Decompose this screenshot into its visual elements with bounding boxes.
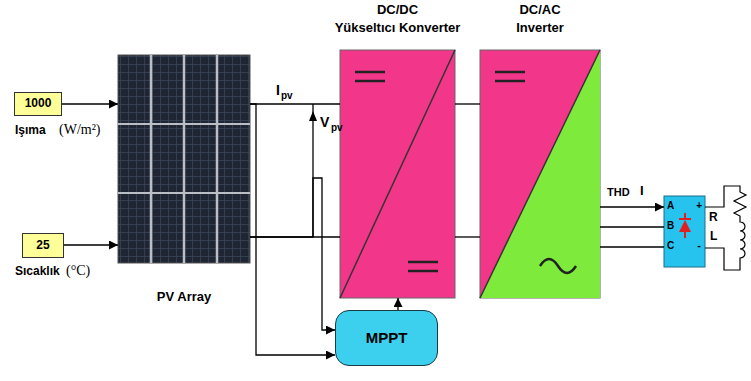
pin-name: A xyxy=(667,200,674,212)
rl-load-symbol xyxy=(705,186,746,270)
mppt-box: MPPT xyxy=(335,310,438,366)
wire-connector xyxy=(250,178,335,330)
rectifier-block: ABC + - xyxy=(664,196,705,267)
component-name: L xyxy=(710,230,717,244)
signal-name: THD xyxy=(607,186,630,199)
inverter-symbol xyxy=(480,50,600,298)
input-label: Işıma xyxy=(15,124,46,138)
pin-name: + xyxy=(696,200,702,212)
wire-connector xyxy=(250,103,340,104)
pv-array: PV Array xyxy=(118,55,250,263)
block-title: Yükseltıcı Konverter xyxy=(335,21,461,36)
wire-connector xyxy=(250,104,335,355)
signal-name: I xyxy=(640,184,644,199)
component-name: R xyxy=(709,211,718,225)
block-label: MPPT xyxy=(366,329,408,346)
signal-name: V xyxy=(320,114,329,130)
block-title: PV Array xyxy=(157,290,211,305)
wire-connector xyxy=(455,236,480,237)
wire-connector xyxy=(600,246,664,247)
inverter: DC/ACInverter xyxy=(480,50,600,298)
wire-connector xyxy=(397,298,398,310)
block-title: DC/DC xyxy=(377,3,418,18)
wire-connector xyxy=(455,103,480,104)
wire-connector xyxy=(62,103,118,104)
input-label: Sıcaklık xyxy=(15,265,60,279)
boost-converter-symbol xyxy=(340,50,455,298)
unit-label: (°C) xyxy=(66,263,90,279)
wire-connector xyxy=(64,244,118,245)
value-text: 1000 xyxy=(25,97,52,111)
input-box: 1000 xyxy=(14,92,62,116)
signal-subscript: pv xyxy=(281,90,293,102)
boost-converter: DC/DCYükseltıcı Konverter xyxy=(340,50,455,298)
rectifier-symbol xyxy=(664,196,705,267)
wire-connector xyxy=(600,206,664,207)
signal-subscript: pv xyxy=(331,122,343,134)
block-title: Inverter xyxy=(516,21,564,36)
input-box: 25 xyxy=(22,233,64,258)
unit-label: (W/m²) xyxy=(59,122,101,138)
pin-name: C xyxy=(667,240,674,252)
pin-name: - xyxy=(697,239,701,252)
wire-connector xyxy=(600,226,664,227)
pin-name: B xyxy=(667,220,674,232)
block-title: DC/AC xyxy=(519,3,560,18)
signal-name: I xyxy=(276,82,280,98)
pv-panel xyxy=(118,55,250,263)
value-text: 25 xyxy=(36,239,49,253)
